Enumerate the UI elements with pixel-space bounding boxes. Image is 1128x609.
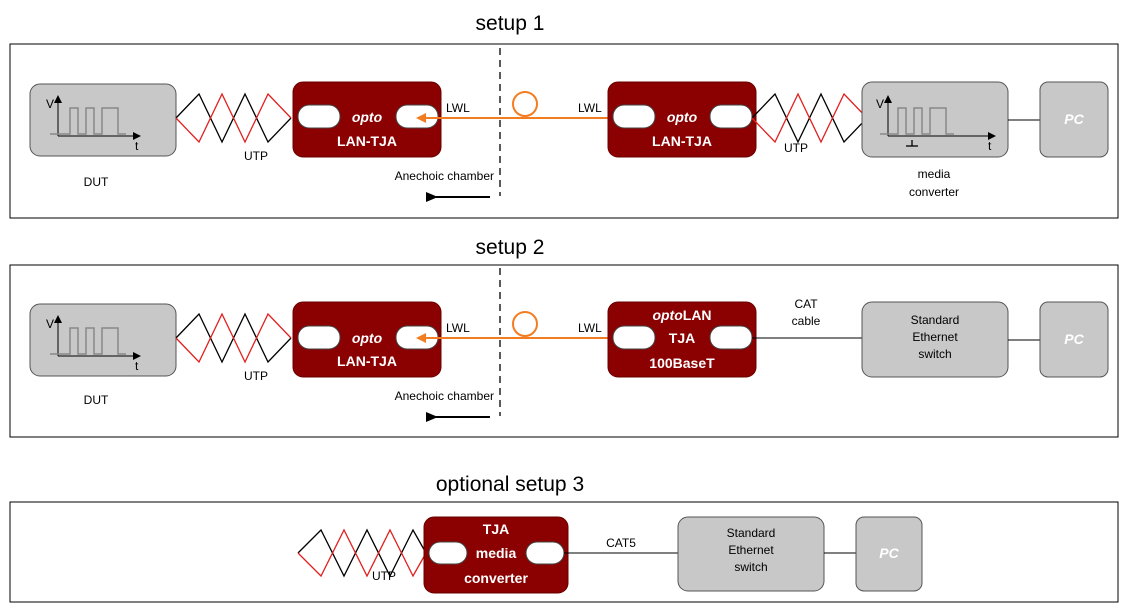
converter-label: converter <box>464 570 528 586</box>
utp-label-left: UTP <box>244 149 268 163</box>
switch-label-line1: Standard <box>911 313 960 327</box>
axis-t-label: t <box>135 359 139 373</box>
pc-box: PC <box>855 516 923 592</box>
lwl-label-right: LWL <box>578 101 602 115</box>
cat-label-line2: cable <box>792 314 821 328</box>
optolan-tja-100baset-box: optoLAN TJA 100BaseT <box>607 301 757 378</box>
fiber-coil-icon <box>512 311 538 337</box>
optolan-label: optoLAN <box>652 307 711 323</box>
media-label: media <box>476 545 517 561</box>
switch-label-line1: Standard <box>727 526 776 540</box>
dut-label: DUT <box>84 175 109 189</box>
cat-label-line1: CAT <box>794 297 818 311</box>
switch-label-line2: Ethernet <box>912 330 958 344</box>
anechoic-chamber-label: Anechoic chamber <box>395 169 494 183</box>
opto-lan-tja-left: opto LAN-TJA <box>292 301 442 378</box>
setup2-frame <box>9 264 1119 438</box>
setup1-frame <box>9 43 1119 219</box>
utp-cable <box>297 528 427 578</box>
opto-label: opto <box>352 109 383 125</box>
setup1-title: setup 1 <box>476 12 545 35</box>
pc-label: PC <box>1064 111 1084 127</box>
dut-oscilloscope-box: V t <box>29 303 177 377</box>
axis-t-label: t <box>135 139 139 153</box>
axis-v-label: V <box>876 97 884 111</box>
opto-lan-tja-right: opto LAN-TJA <box>607 81 757 158</box>
lwl-label-left: LWL <box>446 101 470 115</box>
utp-cable-left <box>175 92 292 144</box>
ethernet-switch-box: Standard Ethernet switch <box>677 516 825 592</box>
pc-box: PC <box>1039 301 1109 378</box>
lan-tja-label: LAN-TJA <box>337 353 397 369</box>
axis-t-label: t <box>988 139 992 153</box>
tja-label: TJA <box>483 521 509 537</box>
lwl-label-left: LWL <box>446 321 470 335</box>
lwl-label-right: LWL <box>578 321 602 335</box>
lan-tja-label: LAN-TJA <box>337 133 397 149</box>
pc-label: PC <box>1064 331 1084 347</box>
switch-label-line3: switch <box>918 347 951 361</box>
opto-label: opto <box>352 330 383 346</box>
setup2-title: setup 2 <box>476 236 545 259</box>
ethernet-switch-box: Standard Ethernet switch <box>861 301 1009 378</box>
opto-label: opto <box>667 109 698 125</box>
pc-label: PC <box>879 545 899 561</box>
100baset-label: 100BaseT <box>649 355 715 371</box>
utp-cable <box>175 312 292 364</box>
pc-box: PC <box>1039 81 1109 158</box>
lan-tja-label: LAN-TJA <box>652 133 712 149</box>
utp-cable-right <box>751 92 868 144</box>
anechoic-chamber-label: Anechoic chamber <box>395 389 494 403</box>
dut-label: DUT <box>84 393 109 407</box>
axis-v-label: V <box>46 317 54 331</box>
switch-label-line3: switch <box>734 560 767 574</box>
tja-label: TJA <box>669 330 695 346</box>
setup3-title: optional setup 3 <box>436 473 584 496</box>
utp-label-right: UTP <box>784 141 808 155</box>
switch-label-line2: Ethernet <box>728 543 774 557</box>
media-converter-box: V t <box>861 81 1009 158</box>
setup3-frame <box>9 501 1119 603</box>
axis-v-label: V <box>46 97 54 111</box>
utp-label: UTP <box>372 569 396 583</box>
fiber-coil-icon <box>512 91 538 117</box>
utp-label: UTP <box>244 369 268 383</box>
cat5-label: CAT5 <box>606 536 636 550</box>
opto-lan-tja-left: opto LAN-TJA <box>292 81 442 158</box>
dut-oscilloscope-box: V t <box>29 83 177 157</box>
tja-media-converter-box: TJA media converter <box>423 516 569 594</box>
media-label-line2: converter <box>909 185 959 199</box>
media-label-line1: media <box>918 167 951 181</box>
